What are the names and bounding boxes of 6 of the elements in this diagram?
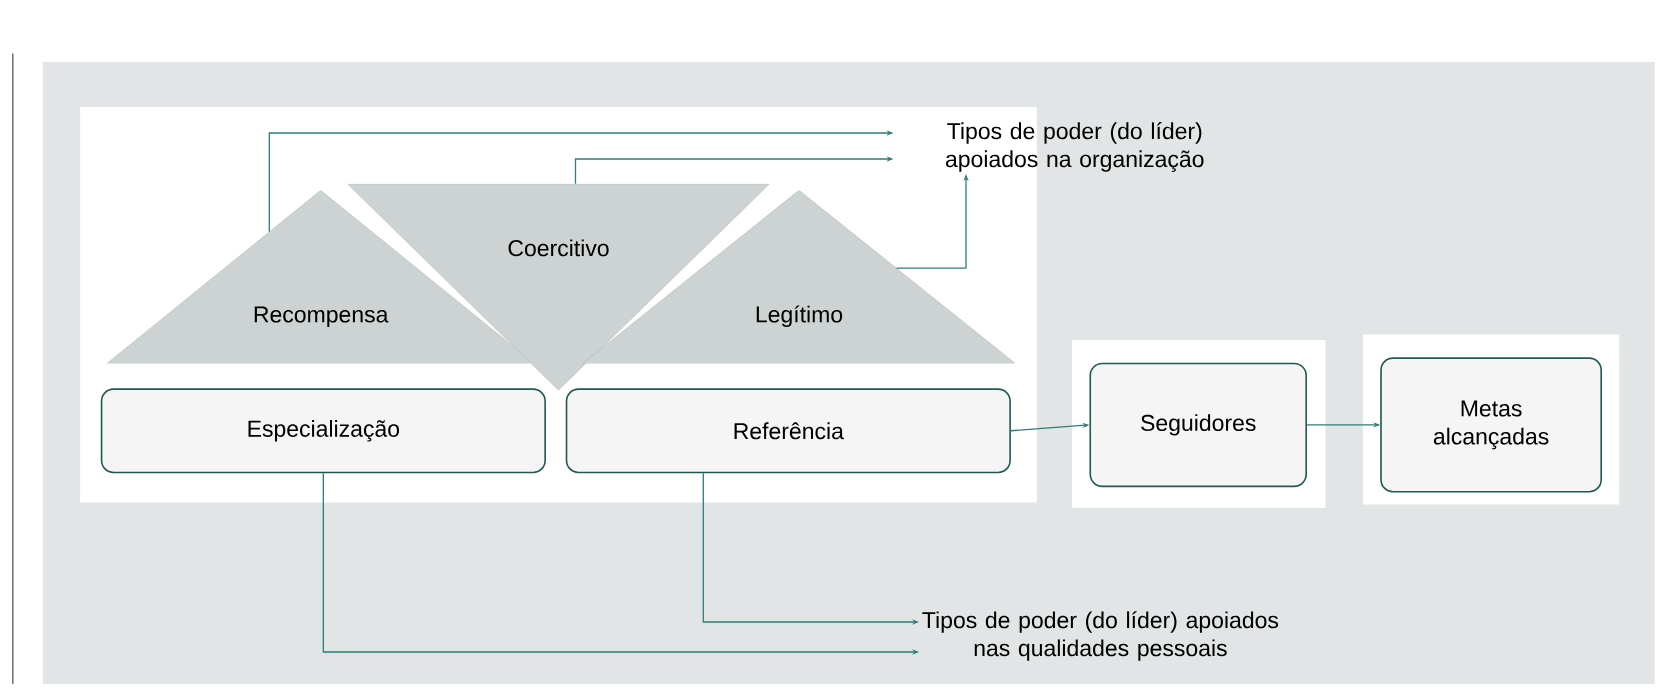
rounded-box: Seguidores [1089,362,1307,488]
annotation-text: Tipos de poder (do líder) apoiados nas qualidades pessoais [922,611,1279,662]
annotation-text: Tipos de poder (do líder) apoiados na organização [945,122,1204,173]
rounded-box: Especialização [100,388,546,474]
rounded-box: Referência [565,388,1011,474]
rounded-box: Metas alcançadas [1380,357,1602,493]
